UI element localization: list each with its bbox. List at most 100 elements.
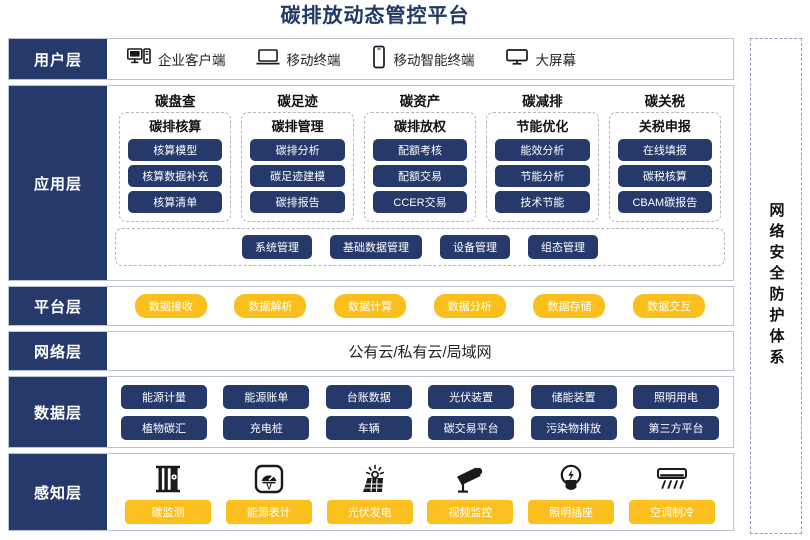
app-column-carbon-inventory: 碳盘查 碳排核算 核算模型 核算数据补充 核算清单 (119, 90, 232, 222)
layer-network-label: 网络层 (9, 332, 107, 370)
management-pill[interactable]: 设备管理 (440, 235, 510, 259)
layer-user: 用户层 企 (8, 38, 734, 80)
data-pill[interactable]: 污染物排放 (530, 415, 617, 440)
sensing-item-air-conditioning[interactable]: 空调制冷 (627, 458, 717, 524)
data-pill[interactable]: 碳交易平台 (428, 415, 515, 440)
app-column-carbon-footprint: 碳足迹 碳排管理 碳排分析 碳足迹建模 碳排报告 (241, 90, 354, 222)
data-pill[interactable]: 第三方平台 (632, 415, 719, 440)
data-pill[interactable]: 充电桩 (223, 415, 310, 440)
energy-meter-icon: V (252, 458, 286, 500)
app-column-title: 碳足迹 (277, 94, 318, 109)
app-column-carbon-asset: 碳资产 碳排放权 配额考核 配额交易 CCER交易 (363, 90, 477, 222)
app-pill[interactable]: 核算数据补充 (128, 165, 223, 187)
carbon-monitor-icon (152, 458, 184, 500)
layer-application: 应用层 碳盘查 碳排核算 核算模型 核算数据补充 核算清单 碳足迹 (8, 85, 734, 281)
app-pill[interactable]: 配额考核 (372, 139, 468, 161)
app-column-carbon-reduction: 碳减排 节能优化 能效分析 节能分析 技术节能 (486, 90, 599, 222)
sensing-pill[interactable]: 碳监测 (125, 500, 211, 524)
app-pill[interactable]: 碳足迹建模 (250, 165, 345, 187)
sensing-item-lighting-socket[interactable]: 照明插座 (526, 458, 616, 524)
app-pill[interactable]: 核算清单 (128, 191, 223, 213)
app-box-title: 碳排管理 (271, 119, 324, 134)
user-item-label: 企业客户端 (158, 53, 226, 68)
layer-data: 数据层 能源计量 能源账单 台账数据 光伏装置 储能装置 照明用电 植物碳汇 充… (8, 376, 734, 448)
app-column-title: 碳盘查 (154, 94, 196, 109)
platform-pill[interactable]: 数据存储 (533, 294, 606, 318)
desktop-tower-icon (127, 47, 151, 72)
app-column-carbon-tariff: 碳关税 关税申报 在线填报 碳税核算 CBAM碳报告 (608, 90, 722, 222)
app-pill[interactable]: 在线填报 (617, 139, 713, 161)
data-pill[interactable]: 植物碳汇 (121, 415, 207, 440)
security-panel-label: 网络安全防护体系 (767, 202, 785, 370)
sensing-item-energy-meter[interactable]: V 能源表计 (224, 458, 314, 524)
network-text: 公有云/私有云/局域网 (348, 343, 492, 361)
security-panel: 网络安全防护体系 (750, 38, 802, 534)
layer-user-label: 用户层 (9, 39, 107, 79)
layer-application-label: 应用层 (9, 86, 107, 280)
app-pill[interactable]: 碳排分析 (250, 139, 345, 161)
sensing-pill[interactable]: 光伏发电 (326, 500, 413, 524)
layer-user-body: 企业客户端 移动终端 (107, 39, 733, 79)
sensing-item-carbon-monitor[interactable]: 碳监测 (123, 458, 213, 524)
app-box: 节能优化 能效分析 节能分析 技术节能 (486, 112, 599, 222)
management-pill[interactable]: 系统管理 (242, 235, 312, 259)
svg-text:V: V (266, 482, 272, 491)
layer-platform-body: 数据接收 数据解析 数据计算 数据分析 数据存储 数据交互 (107, 287, 733, 325)
app-pill[interactable]: CCER交易 (372, 191, 468, 213)
cctv-camera-icon (452, 458, 488, 500)
sensing-pill[interactable]: 能源表计 (225, 500, 312, 524)
user-item-label: 移动智能终端 (393, 53, 475, 68)
app-box-title: 关税申报 (638, 119, 691, 134)
sensing-pill[interactable]: 照明插座 (528, 500, 615, 524)
sensing-pill[interactable]: 空调制冷 (628, 500, 715, 524)
app-pill[interactable]: 技术节能 (495, 191, 590, 213)
data-pill[interactable]: 能源计量 (121, 384, 207, 409)
user-item-large-screen[interactable]: 大屏幕 (505, 47, 577, 72)
sensing-item-video-surveillance[interactable]: 视频监控 (425, 458, 515, 524)
platform-pill[interactable]: 数据计算 (334, 294, 407, 318)
user-item-mobile-terminal[interactable]: 移动终端 (256, 47, 341, 72)
sensing-item-solar-power[interactable]: 光伏发电 (325, 458, 415, 524)
data-row: 植物碳汇 充电桩 车辆 碳交易平台 污染物排放 第三方平台 (121, 415, 719, 440)
app-pill[interactable]: CBAM碳报告 (617, 191, 713, 213)
air-conditioner-icon (654, 458, 690, 500)
layer-application-body: 碳盘查 碳排核算 核算模型 核算数据补充 核算清单 碳足迹 碳排管理 碳排分析 (107, 86, 733, 280)
application-columns: 碳盘查 碳排核算 核算模型 核算数据补充 核算清单 碳足迹 碳排管理 碳排分析 (115, 90, 725, 222)
user-item-smart-mobile-terminal[interactable]: 移动智能终端 (371, 45, 475, 74)
app-pill[interactable]: 配额交易 (372, 165, 468, 187)
data-pill[interactable]: 储能装置 (530, 384, 617, 409)
app-pill[interactable]: 能效分析 (495, 139, 590, 161)
layer-sensing: 感知层 碳监测 (8, 453, 734, 531)
data-pill[interactable]: 照明用电 (632, 384, 719, 409)
app-box: 碳排核算 核算模型 核算数据补充 核算清单 (119, 112, 232, 222)
app-box: 碳排管理 碳排分析 碳足迹建模 碳排报告 (241, 112, 354, 222)
layer-network: 网络层 公有云/私有云/局域网 (8, 331, 734, 371)
management-pill[interactable]: 基础数据管理 (330, 235, 422, 259)
management-pill[interactable]: 组态管理 (528, 235, 598, 259)
platform-pill[interactable]: 数据分析 (433, 294, 506, 318)
layer-sensing-body: 碳监测 V 能源表计 (107, 454, 733, 530)
layer-data-label: 数据层 (9, 377, 107, 447)
page-title: 碳排放动态管控平台 (280, 5, 470, 27)
platform-pill[interactable]: 数据交互 (633, 294, 706, 318)
app-pill[interactable]: 碳税核算 (617, 165, 713, 187)
app-box-title: 碳排核算 (149, 119, 202, 134)
data-pill[interactable]: 能源账单 (223, 384, 310, 409)
sensing-pill[interactable]: 视频监控 (427, 500, 514, 524)
data-pill[interactable]: 台账数据 (325, 384, 412, 409)
data-row: 能源计量 能源账单 台账数据 光伏装置 储能装置 照明用电 (121, 384, 719, 409)
layer-network-body: 公有云/私有云/局域网 (107, 332, 733, 370)
app-pill[interactable]: 碳排报告 (250, 191, 345, 213)
app-pill[interactable]: 核算模型 (128, 139, 223, 161)
platform-pill[interactable]: 数据接收 (134, 294, 207, 318)
app-column-title: 碳减排 (522, 94, 563, 109)
platform-pill[interactable]: 数据解析 (234, 294, 307, 318)
app-pill[interactable]: 节能分析 (495, 165, 590, 187)
data-pill[interactable]: 光伏装置 (428, 384, 515, 409)
user-item-enterprise-client[interactable]: 企业客户端 (127, 47, 226, 72)
layer-sensing-label: 感知层 (9, 454, 107, 530)
data-pill[interactable]: 车辆 (325, 415, 412, 440)
user-item-label: 大屏幕 (535, 53, 577, 68)
app-box: 关税申报 在线填报 碳税核算 CBAM碳报告 (608, 112, 722, 222)
